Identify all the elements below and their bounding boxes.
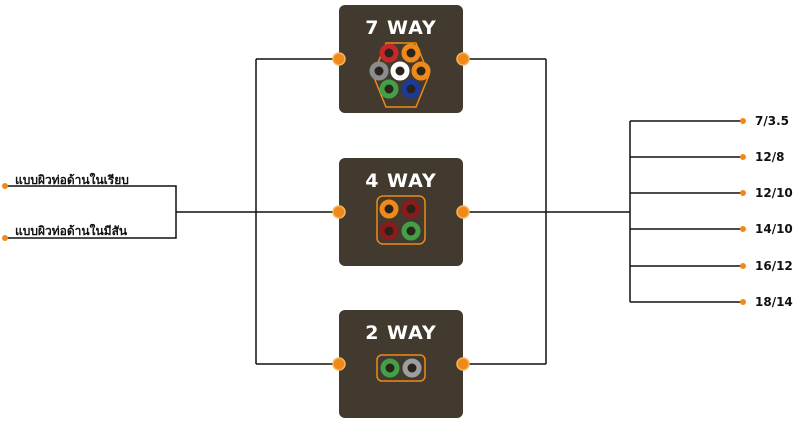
seven-pin-icon <box>369 42 431 108</box>
connector-title: 2 WAY <box>365 322 437 344</box>
two-pin-icon <box>376 354 426 382</box>
left-option-smooth-label: แบบผิวท่อด้านในเรียบ <box>15 173 129 187</box>
size-label-14-10: 14/10 <box>755 222 793 236</box>
right-endpoint-dot <box>740 263 746 269</box>
connector-title: 7 WAY <box>365 17 437 39</box>
connector-box-4way: 4 WAY <box>339 158 463 266</box>
size-label-16-12: 16/12 <box>755 259 793 273</box>
four-pin-icon <box>376 195 426 245</box>
right-endpoint-dot <box>740 299 746 305</box>
left-option-ribbed-label: แบบผิวท่อด้านในมีสัน <box>15 224 128 238</box>
connector-box-2way: 2 WAY <box>339 310 463 418</box>
left-endpoint-dot <box>2 235 8 241</box>
left-endpoint-dot <box>2 183 8 189</box>
right-endpoint-dot <box>740 118 746 124</box>
right-endpoint-dot <box>740 190 746 196</box>
connector-box-7way: 7 WAY <box>339 5 463 113</box>
right-endpoint-dot <box>740 226 746 232</box>
connector-title: 4 WAY <box>365 170 437 192</box>
size-label-12-8: 12/8 <box>755 150 785 164</box>
right-endpoint-dot <box>740 154 746 160</box>
size-label-7-3-5: 7/3.5 <box>755 114 789 128</box>
size-label-18-14: 18/14 <box>755 295 793 309</box>
size-label-12-10: 12/10 <box>755 186 793 200</box>
